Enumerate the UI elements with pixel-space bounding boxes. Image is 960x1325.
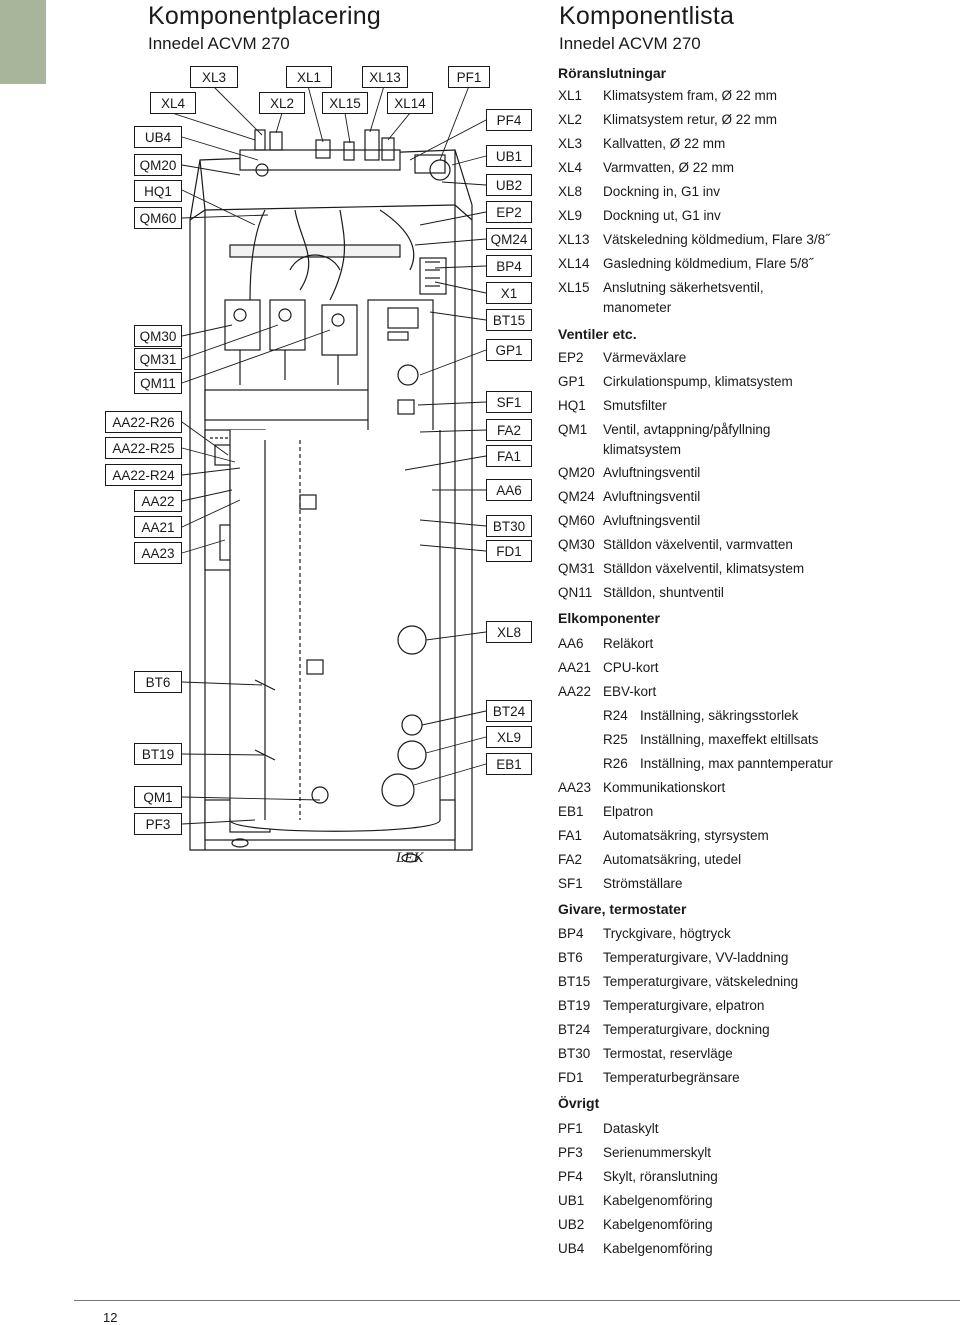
valve-actuators bbox=[224, 299, 358, 385]
callout-xl3: XL3 bbox=[190, 66, 238, 88]
callout-xl9: XL9 bbox=[486, 726, 532, 748]
chapter-color-tab bbox=[0, 0, 46, 84]
section-heading-ovrigt: Övrigt bbox=[558, 1095, 600, 1111]
callout-qm20: QM20 bbox=[134, 154, 182, 176]
callout-sf1: SF1 bbox=[486, 391, 532, 413]
callout-gp1: GP1 bbox=[486, 339, 532, 361]
right-title: Komponentlista bbox=[559, 2, 735, 30]
callout-bt24: BT24 bbox=[486, 700, 532, 722]
footer-rule bbox=[74, 1300, 960, 1301]
callout-xl13: XL13 bbox=[362, 66, 408, 88]
callout-aa22-r26: AA22-R26 bbox=[105, 411, 182, 433]
callout-pf4: PF4 bbox=[486, 109, 532, 131]
callout-bt30: BT30 bbox=[486, 515, 532, 537]
callout-pf1: PF1 bbox=[448, 66, 490, 88]
brand-mark: LEK bbox=[395, 850, 425, 866]
callout-fa2: FA2 bbox=[486, 419, 532, 441]
callout-qm60: QM60 bbox=[134, 207, 182, 229]
left-title: Komponentplacering bbox=[148, 2, 381, 30]
section-heading-ventiler: Ventiler etc. bbox=[558, 326, 637, 342]
callout-aa22-r24: AA22-R24 bbox=[105, 464, 182, 486]
page-number: 12 bbox=[103, 1310, 118, 1325]
callout-ub4: UB4 bbox=[134, 126, 182, 148]
section-heading-ror: Röranslutningar bbox=[558, 65, 667, 81]
right-subtitle: Innedel ACVM 270 bbox=[559, 34, 701, 53]
component-placement-diagram: LEK bbox=[171, 85, 487, 866]
callout-pf3: PF3 bbox=[134, 813, 182, 835]
callout-aa6: AA6 bbox=[486, 479, 532, 501]
water-heater-tank bbox=[229, 430, 441, 832]
callout-xl15: XL15 bbox=[322, 92, 368, 114]
callout-hq1: HQ1 bbox=[134, 180, 182, 202]
callout-x1: X1 bbox=[486, 282, 532, 304]
left-subtitle: Innedel ACVM 270 bbox=[148, 34, 290, 53]
callout-ub2: UB2 bbox=[486, 174, 532, 196]
callout-aa22-r25: AA22-R25 bbox=[105, 437, 182, 459]
callout-aa23: AA23 bbox=[134, 542, 182, 564]
callout-xl1: XL1 bbox=[286, 66, 332, 88]
callout-qm24: QM24 bbox=[486, 228, 532, 250]
callout-xl8: XL8 bbox=[486, 621, 532, 643]
pipework bbox=[229, 209, 447, 331]
callout-eb1: EB1 bbox=[486, 753, 532, 775]
section-heading-el: Elkomponenter bbox=[558, 610, 660, 626]
callout-aa21: AA21 bbox=[134, 516, 182, 538]
callout-qm31: QM31 bbox=[134, 348, 182, 370]
callout-ep2: EP2 bbox=[486, 201, 532, 223]
callout-qm11: QM11 bbox=[134, 372, 182, 394]
callout-xl14: XL14 bbox=[387, 92, 433, 114]
callout-bp4: BP4 bbox=[486, 255, 532, 277]
callout-xl2: XL2 bbox=[259, 92, 305, 114]
callout-xl4: XL4 bbox=[150, 92, 196, 114]
callout-bt19: BT19 bbox=[134, 743, 182, 765]
callout-aa22: AA22 bbox=[134, 490, 182, 512]
callout-ub1: UB1 bbox=[486, 145, 532, 167]
callout-qm30: QM30 bbox=[134, 325, 182, 347]
callout-fd1: FD1 bbox=[486, 540, 532, 562]
callout-bt6: BT6 bbox=[134, 671, 182, 693]
leader-lines bbox=[171, 85, 487, 825]
callout-bt15: BT15 bbox=[486, 309, 532, 331]
section-heading-givare: Givare, termostater bbox=[558, 901, 687, 917]
callout-fa1: FA1 bbox=[486, 445, 532, 467]
callout-qm1: QM1 bbox=[134, 786, 182, 808]
